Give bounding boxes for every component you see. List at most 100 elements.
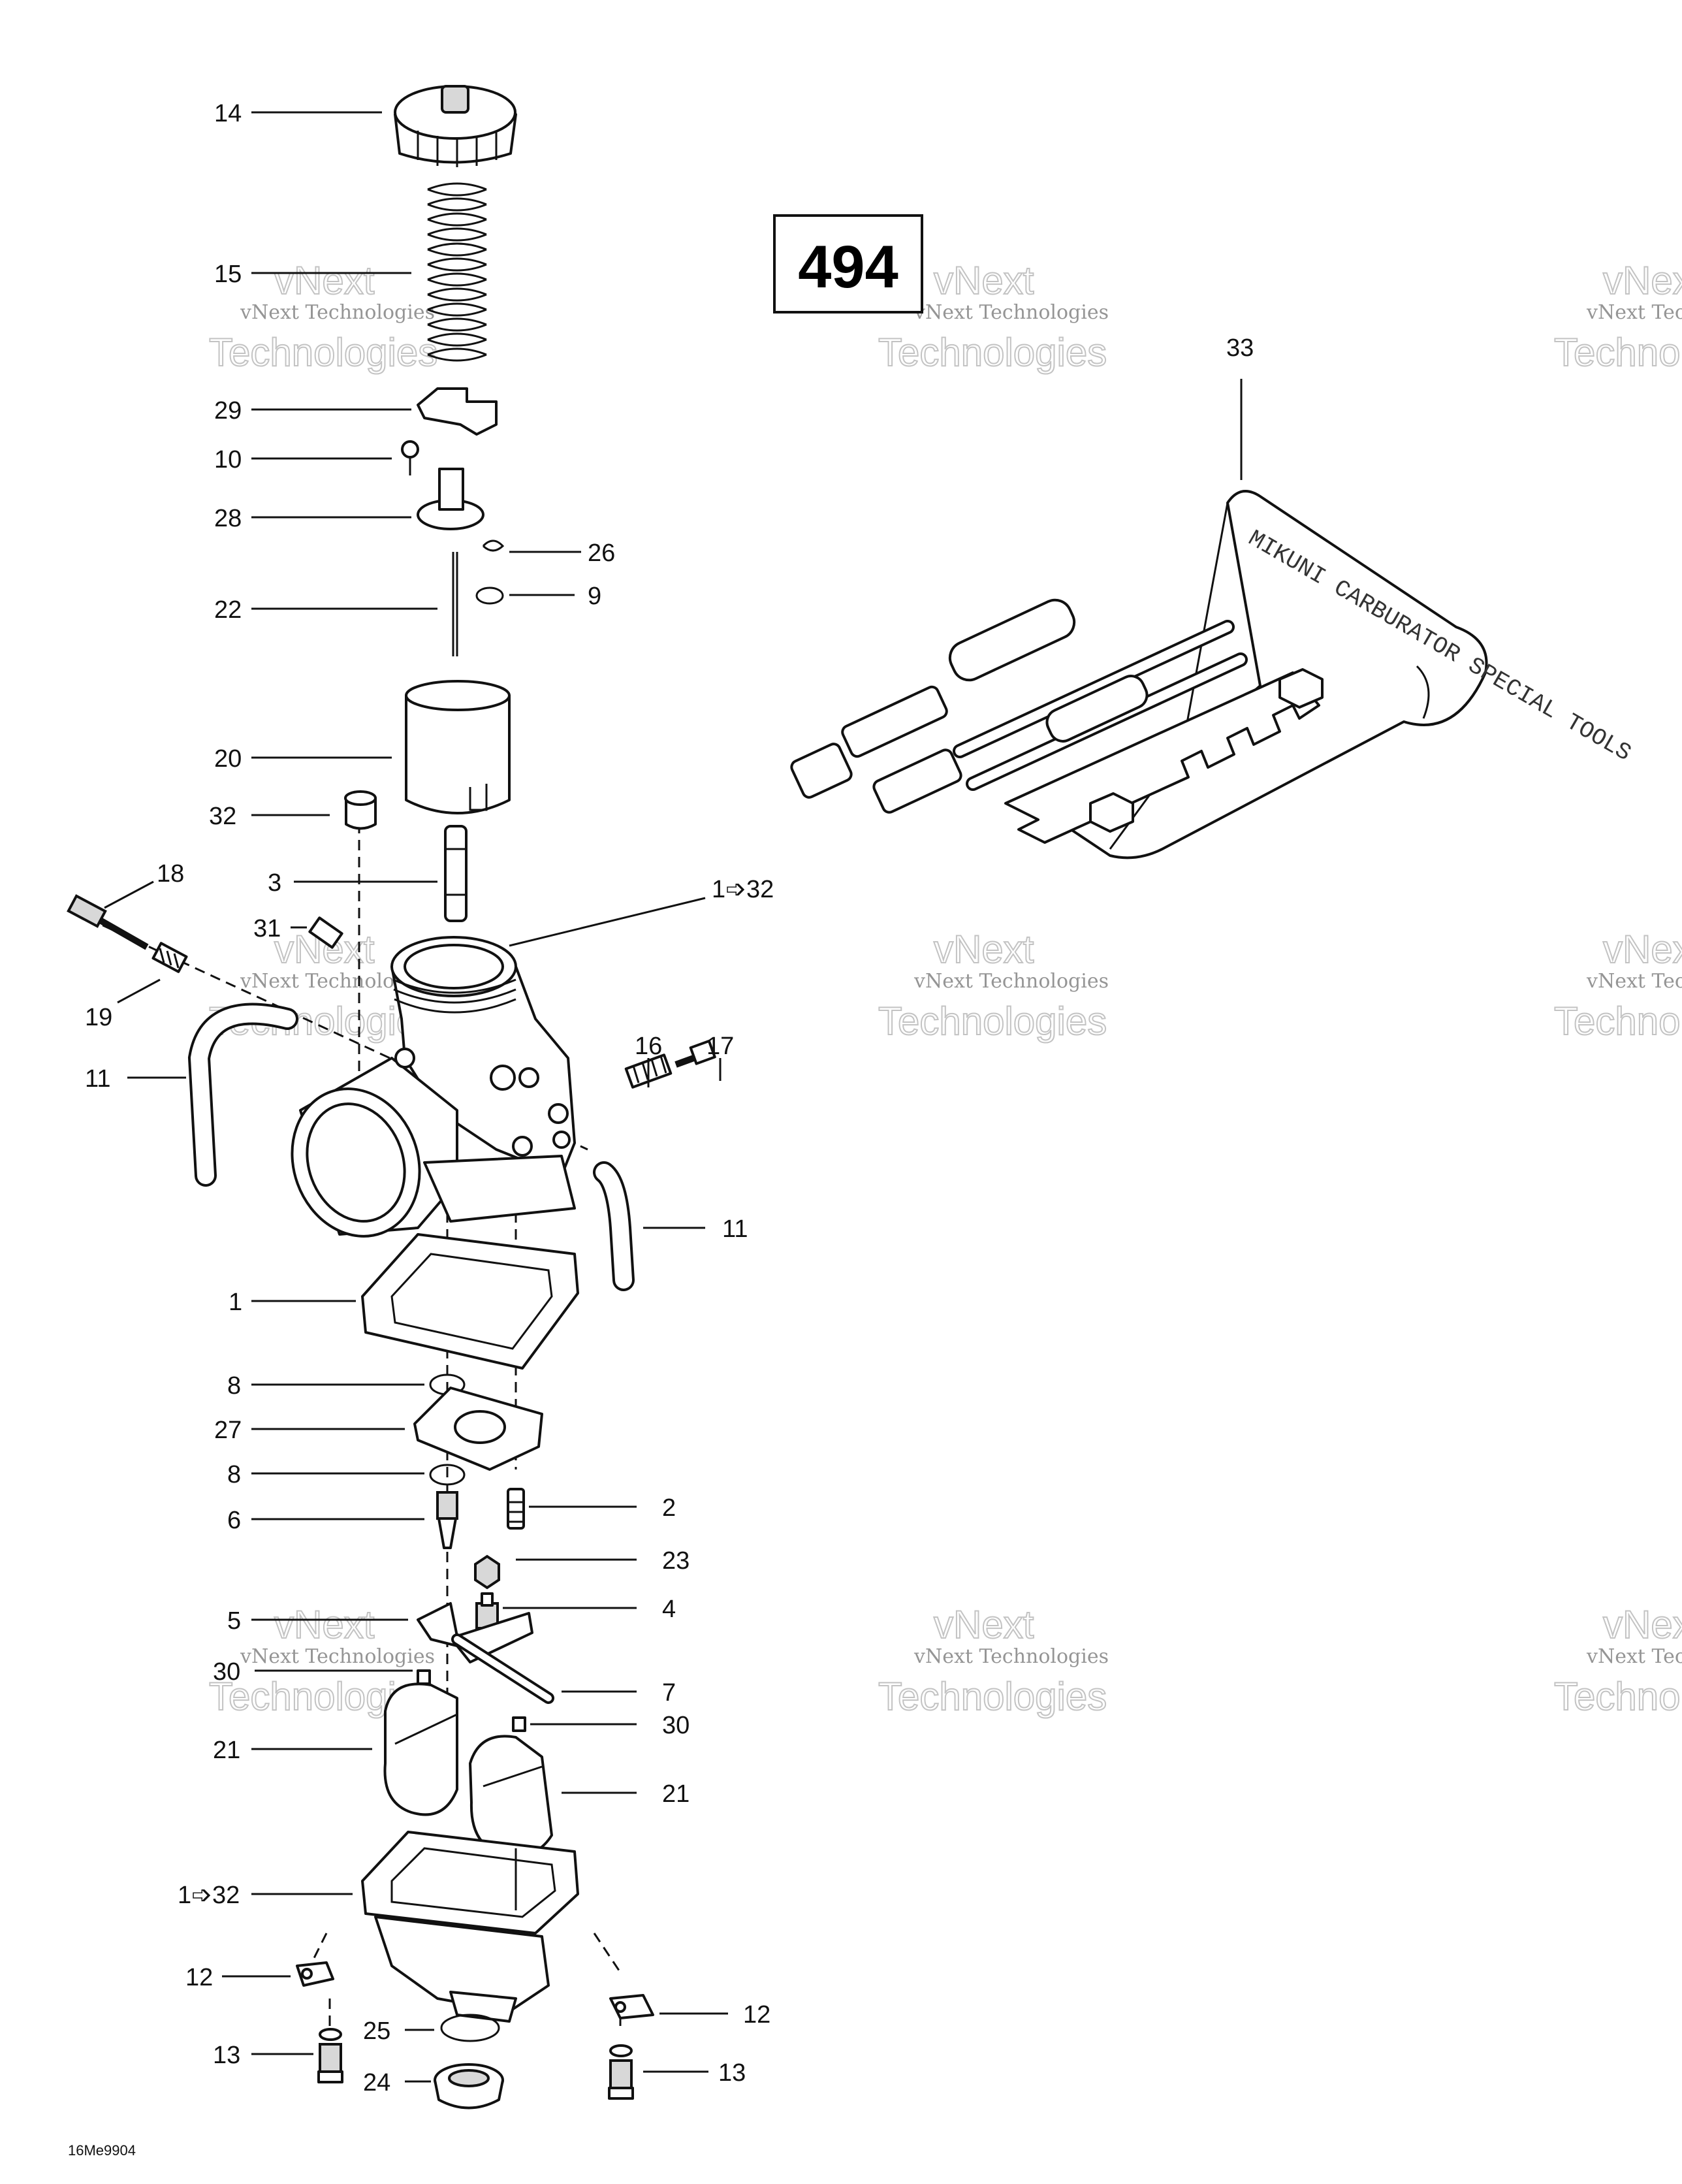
svg-text:vNext Technologies: vNext Technologies — [240, 301, 435, 324]
callout-label: 11 — [85, 1065, 110, 1093]
svg-text:vNext: vNext — [1603, 1603, 1682, 1646]
svg-text:vNext: vNext — [1603, 927, 1682, 971]
svg-text:vNext Technologies: vNext Technologies — [1586, 970, 1682, 993]
callout-label: 29 — [214, 397, 242, 425]
callout-label: 19 — [85, 1004, 112, 1031]
part-small-cap — [344, 790, 377, 830]
svg-text:vNext Technologies: vNext Technologies — [1586, 301, 1682, 324]
part-needle-holder — [417, 468, 484, 530]
callout-label: 18 — [157, 860, 184, 888]
part-baffle-plate — [413, 1387, 543, 1471]
watermark: vNext Technologies vNext Technologies — [878, 1602, 1109, 1719]
part-float-arm — [417, 1602, 533, 1663]
callout-label: 8 — [227, 1372, 241, 1400]
callout-label: 31 — [253, 915, 281, 942]
callout-label: 1➩32 — [178, 1882, 240, 1909]
part-pilot-jet — [507, 1488, 525, 1530]
svg-text:vNext: vNext — [934, 1603, 1034, 1646]
part-bowl-clip-right — [609, 1994, 654, 2019]
svg-text:vNext Technologies: vNext Technologies — [913, 970, 1109, 993]
part-washer — [475, 586, 504, 605]
callout-label: 27 — [214, 1417, 242, 1444]
callout-label: 7 — [662, 1679, 676, 1707]
part-needle-valve — [436, 1491, 458, 1549]
part-bowl-screw-right — [608, 2044, 634, 2100]
group-number-box: 494 — [773, 214, 923, 313]
callout-label: 4 — [662, 1596, 676, 1623]
part-float-screw-left — [417, 1669, 431, 1685]
callout-label: 13 — [213, 2042, 240, 2069]
part-float-right — [469, 1735, 553, 1857]
svg-text:vNext Technologies: vNext Technologies — [913, 1645, 1109, 1668]
part-float-bowl — [361, 1831, 579, 2023]
part-air-screw-spring — [151, 942, 188, 973]
svg-text:vNext Technologies: vNext Technologies — [1586, 1645, 1682, 1668]
callout-label: 3 — [268, 869, 281, 897]
svg-text:Technologies: Technologies — [1554, 999, 1682, 1043]
callout-label: 16 — [635, 1033, 662, 1060]
part-small-screw — [401, 440, 419, 475]
svg-text:Technologies: Technologies — [878, 330, 1107, 374]
callout-label: 13 — [718, 2059, 746, 2087]
callout-label: 9 — [588, 583, 601, 610]
part-main-jet-washer — [474, 1554, 500, 1590]
callout-label: 32 — [209, 803, 236, 830]
callout-label: 14 — [214, 100, 242, 127]
callout-label: 6 — [227, 1507, 241, 1534]
part-float-left — [383, 1682, 458, 1816]
part-float-screw-right — [512, 1716, 526, 1732]
watermark: vNext Technologies vNext Technologies — [208, 1602, 438, 1719]
watermark: vNext Technologies vNext Technologies — [1553, 258, 1682, 375]
svg-text:vNext: vNext — [934, 259, 1034, 302]
callout-label: 1➩32 — [712, 876, 774, 903]
callout-label: 23 — [662, 1547, 690, 1575]
part-e-clip — [482, 539, 505, 552]
part-throttle-valve — [405, 680, 511, 814]
part-bracket-plate — [417, 387, 498, 436]
svg-text:Technologies: Technologies — [209, 330, 437, 374]
part-air-screw — [67, 894, 149, 950]
watermark: vNext Technologies vNext Technologies — [208, 258, 438, 375]
part-bowl-screw-left — [317, 2028, 343, 2083]
part-special-tool-kit: MIKUNI CARBURATOR SPECIAL TOOLS — [790, 490, 1636, 859]
svg-text:Technologies: Technologies — [1554, 330, 1682, 374]
part-float-bowl-gasket — [361, 1233, 579, 1370]
callout-label: 5 — [227, 1607, 241, 1635]
callout-label: 21 — [662, 1780, 690, 1808]
callout-label: 10 — [214, 446, 242, 474]
part-float-pin — [451, 1633, 554, 1704]
callout-label: 8 — [227, 1461, 241, 1488]
callout-label: 20 — [214, 745, 242, 773]
group-number: 494 — [798, 234, 898, 300]
drawing-code: 16Me9904 — [68, 2142, 136, 2159]
part-drain-plug-o-ring — [440, 2014, 500, 2042]
callout-label: 30 — [662, 1712, 690, 1739]
callout-label: 17 — [706, 1033, 734, 1060]
watermark: vNext Technologies vNext Technologies — [1553, 927, 1682, 1044]
part-idle-screw — [674, 1039, 716, 1068]
svg-text:vNext Technologies: vNext Technologies — [240, 1645, 435, 1668]
svg-text:Technologies: Technologies — [878, 999, 1107, 1043]
svg-text:vNext: vNext — [274, 259, 375, 302]
callout-label: 33 — [1226, 334, 1254, 362]
part-needle-jet — [444, 825, 468, 922]
part-drain-plug — [434, 2063, 504, 2110]
callout-label: 12 — [743, 2001, 770, 2029]
part-vent-hose-left — [187, 1003, 298, 1187]
watermark: vNext Technologies vNext Technologies — [1553, 1602, 1682, 1719]
watermark: vNext Technologies vNext Technologies — [878, 258, 1109, 375]
watermark-group: vNext Technologies vNext Technologies vN… — [208, 258, 1682, 1719]
part-o-ring-lower — [429, 1464, 466, 1486]
callout-label: 22 — [214, 596, 242, 624]
svg-text:vNext: vNext — [934, 927, 1034, 971]
svg-text:Technologies: Technologies — [878, 1675, 1107, 1718]
leader-lines — [104, 111, 1243, 2083]
svg-text:vNext Technologies: vNext Technologies — [913, 301, 1109, 324]
part-pilot-screw — [308, 916, 343, 949]
part-cap — [394, 85, 517, 167]
callout-label: 21 — [213, 1737, 240, 1764]
part-carburetor-body — [291, 936, 576, 1238]
callout-label: 25 — [363, 2017, 390, 2045]
svg-text:vNext: vNext — [1603, 259, 1682, 302]
